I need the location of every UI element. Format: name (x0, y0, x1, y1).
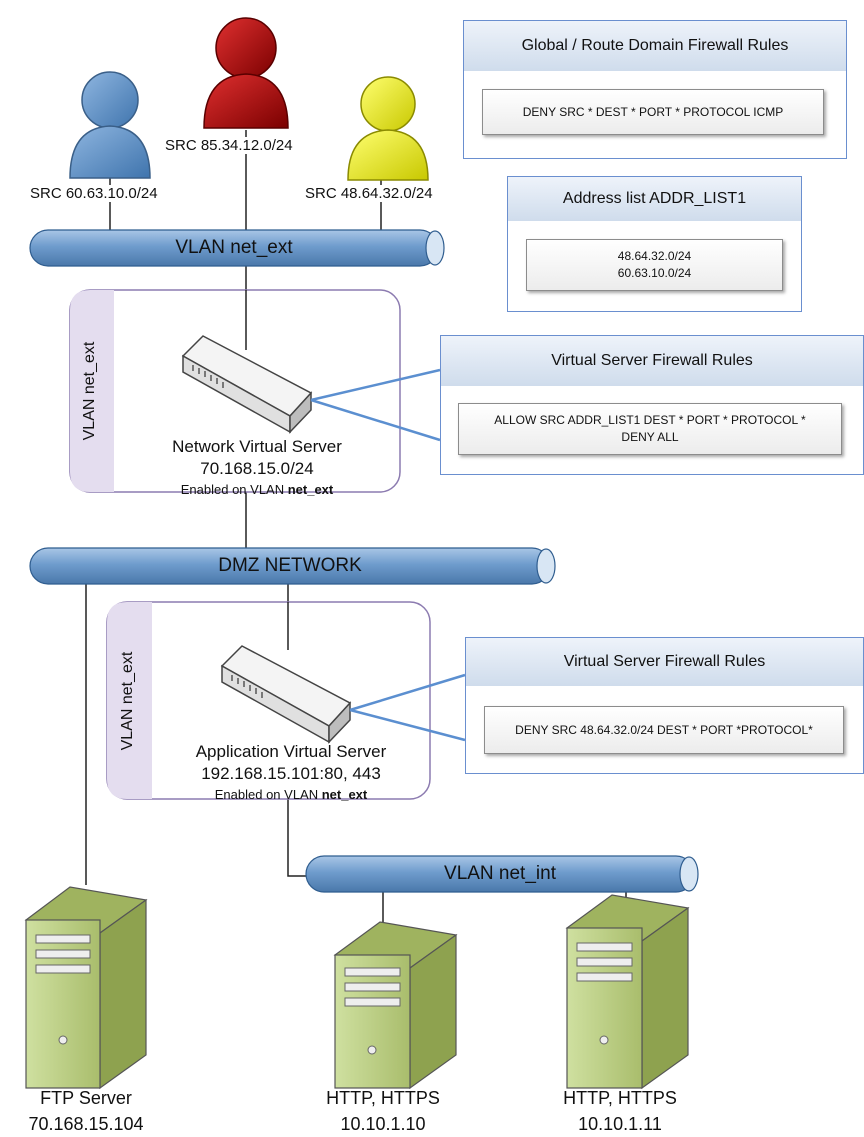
app-vs-address: 192.168.15.101:80, 443 (201, 764, 381, 783)
network-switch-icon (181, 335, 313, 434)
network-vs-name: Network Virtual Server (172, 437, 342, 456)
http-server-1-icon (333, 921, 458, 1090)
network-vs-enabled: Enabled on VLAN net_ext (114, 480, 400, 500)
app-vs-firewall-rules-panel: Virtual Server Firewall Rules DENY SRC 4… (465, 637, 864, 774)
user-yellow-icon (347, 76, 429, 181)
http-server-1-address: 10.10.1.10 (340, 1114, 426, 1134)
vlan-net-ext-label: VLAN net_ext (175, 237, 293, 258)
global-firewall-rule: DENY SRC * DEST * PORT * PROTOCOL ICMP (482, 89, 824, 135)
ftp-server-label: FTP Server 70.168.15.104 (0, 1085, 172, 1137)
vlan-net-int-label: VLAN net_int (444, 863, 556, 884)
app-vs-rules: DENY SRC 48.64.32.0/24 DEST * PORT *PROT… (484, 706, 844, 754)
dmz-network-pipe (29, 547, 556, 585)
app-switch-icon (220, 645, 352, 744)
app-vs-info: Application Virtual Server 192.168.15.10… (152, 741, 430, 805)
user-blue-src-label: SRC 60.63.10.0/24 (28, 185, 160, 202)
address-list-entry: 60.63.10.0/24 (617, 266, 692, 280)
http-server-1-label: HTTP, HTTPS 10.10.1.10 (308, 1085, 458, 1137)
ftp-server-name: FTP Server (40, 1088, 132, 1108)
network-vs-rule: DENY ALL (621, 430, 679, 444)
ftp-server-address: 70.168.15.104 (28, 1114, 144, 1134)
app-vs-rule: DENY SRC 48.64.32.0/24 DEST * PORT *PROT… (515, 722, 813, 737)
address-list-entries: 48.64.32.0/24 60.63.10.0/24 (526, 239, 783, 291)
network-vs-side-label: VLAN net_ext (81, 341, 98, 441)
http-server-2-label: HTTP, HTTPS 10.10.1.11 (545, 1085, 695, 1137)
user-blue-icon (69, 71, 151, 179)
address-list-title: Address list ADDR_LIST1 (508, 177, 801, 221)
http-server-1-name: HTTP, HTTPS (326, 1088, 440, 1108)
network-vs-info: Network Virtual Server 70.168.15.0/24 En… (114, 436, 400, 500)
address-list-entry: 48.64.32.0/24 (617, 249, 692, 263)
network-vs-rule: ALLOW SRC ADDR_LIST1 DEST * PORT * PROTO… (494, 413, 806, 427)
app-vs-enabled-vlan: net_ext (321, 787, 368, 802)
app-vs-enabled: Enabled on VLAN net_ext (152, 785, 430, 805)
network-vs-address: 70.168.15.0/24 (200, 459, 314, 478)
http-server-2-address: 10.10.1.11 (578, 1114, 662, 1134)
app-vs-side-label: VLAN net_ext (119, 651, 136, 751)
dmz-network-label: DMZ NETWORK (218, 555, 362, 576)
http-server-2-name: HTTP, HTTPS (563, 1088, 677, 1108)
ftp-server-icon (24, 886, 148, 1090)
app-vs-enabled-prefix: Enabled on VLAN (214, 787, 322, 802)
user-red-icon (203, 17, 289, 129)
vlan-net-ext-pipe (29, 229, 445, 267)
http-server-2-icon (565, 894, 690, 1090)
app-vs-name: Application Virtual Server (195, 742, 387, 761)
user-red-src-label: SRC 85.34.12.0/24 (163, 137, 295, 154)
global-firewall-rules-title: Global / Route Domain Firewall Rules (464, 21, 846, 71)
network-vs-enabled-prefix: Enabled on VLAN (180, 482, 288, 497)
vlan-net-int-pipe (305, 855, 699, 893)
network-vs-firewall-rules-panel: Virtual Server Firewall Rules ALLOW SRC … (440, 335, 864, 475)
network-vs-rules-title: Virtual Server Firewall Rules (441, 336, 863, 386)
network-vs-rules: ALLOW SRC ADDR_LIST1 DEST * PORT * PROTO… (458, 403, 842, 455)
network-vs-enabled-vlan: net_ext (287, 482, 334, 497)
app-vs-rules-title: Virtual Server Firewall Rules (466, 638, 863, 686)
address-list-panel: Address list ADDR_LIST1 48.64.32.0/24 60… (507, 176, 802, 312)
global-firewall-rules-panel: Global / Route Domain Firewall Rules DEN… (463, 20, 847, 159)
global-rule-text: DENY SRC * DEST * PORT * PROTOCOL ICMP (522, 104, 784, 119)
user-yellow-src-label: SRC 48.64.32.0/24 (303, 185, 435, 202)
